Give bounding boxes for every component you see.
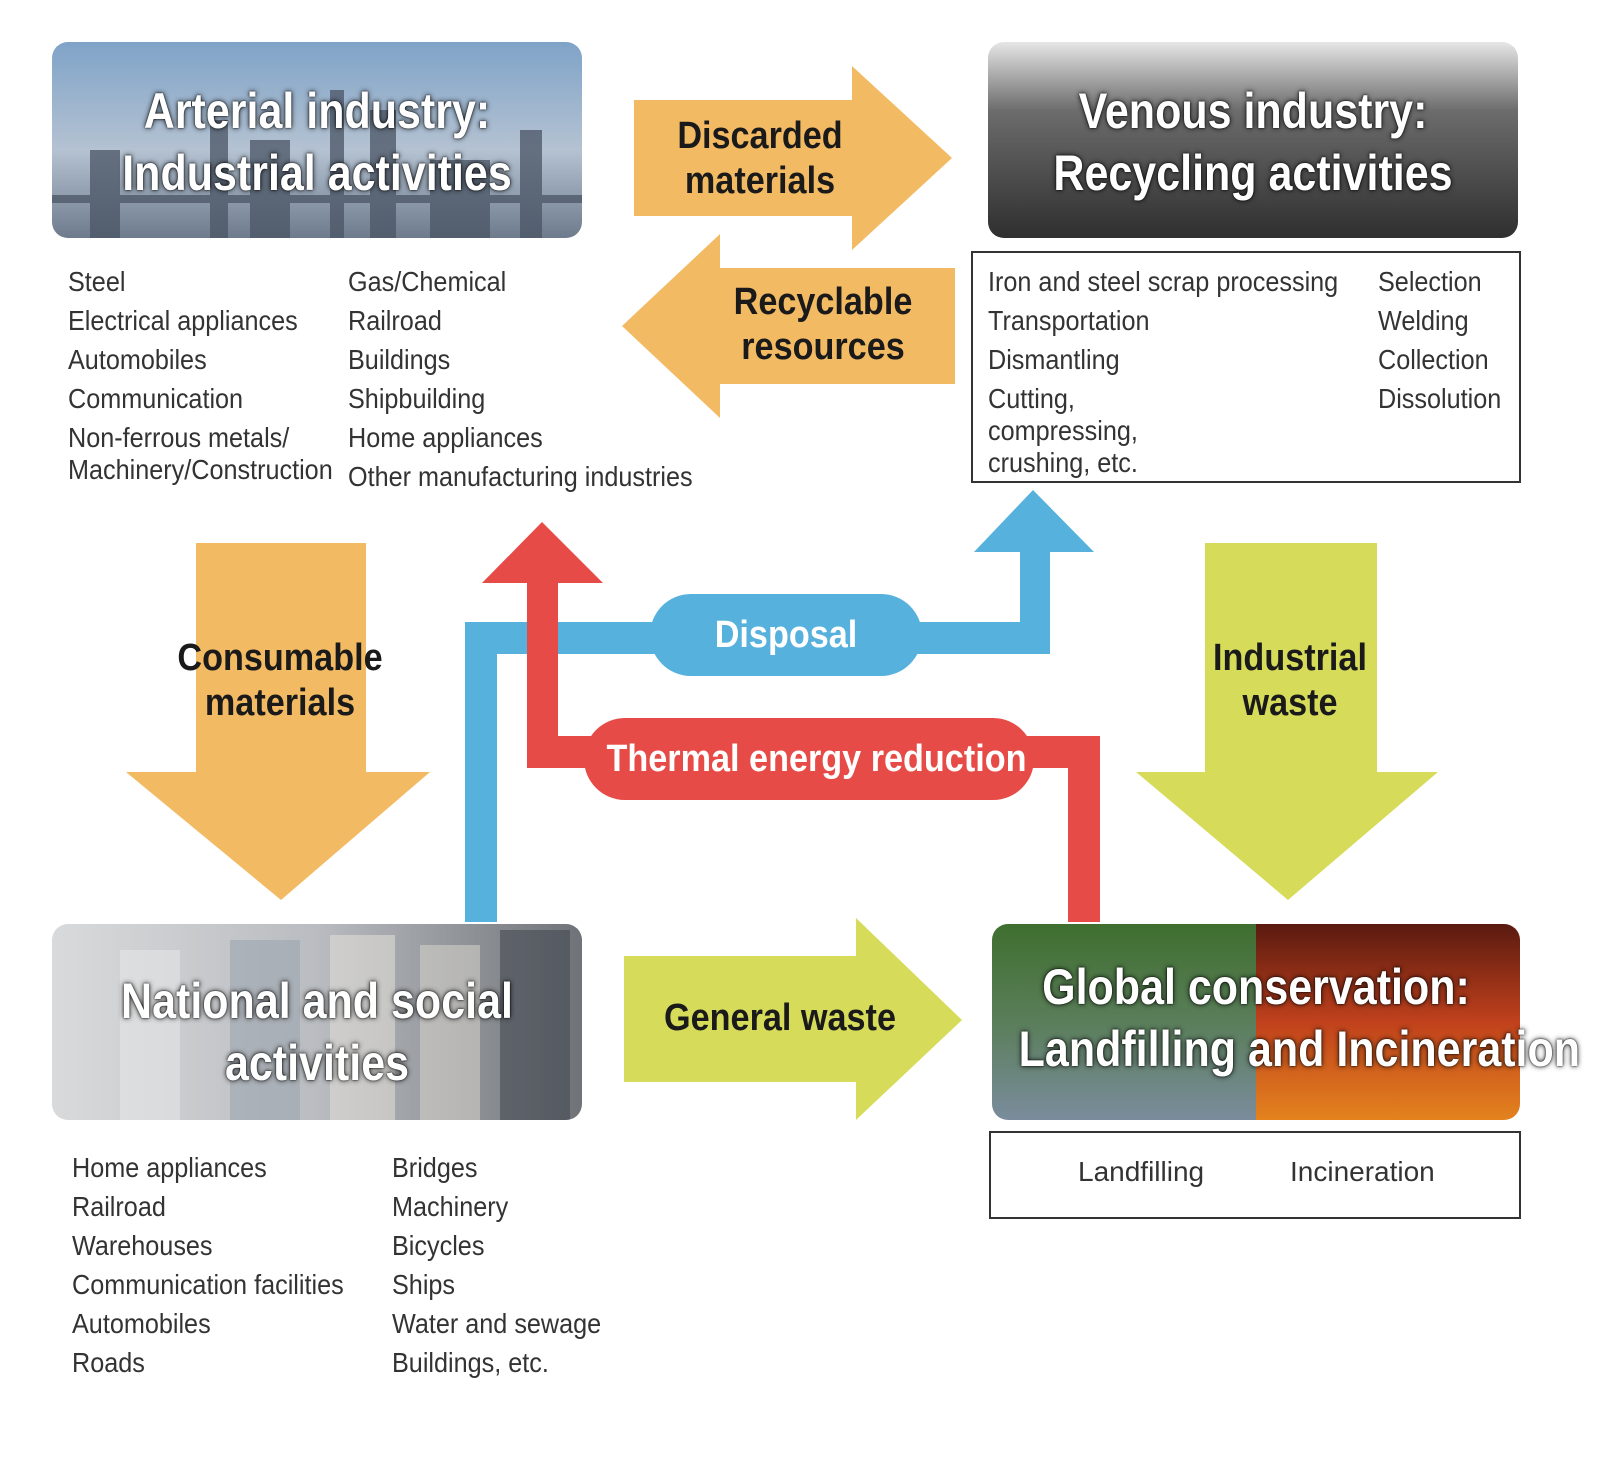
arterial-title: Arterial industry: Industrial activities [122,83,512,201]
landfill-photo [992,924,1256,1120]
venous-list-right: Selection Welding Collection Dissolution [1378,266,1518,422]
incineration-photo [1256,924,1520,1120]
consumable-materials-arrow [126,543,430,900]
list-item: Automobiles [68,344,207,375]
list-item: Steel [68,266,126,297]
list-item: Cutting, compressing, crushing, etc. [988,383,1138,478]
venous-list-box [971,251,1521,483]
global-option-incineration: Incineration [1290,1156,1435,1187]
national-list-right: Bridges Machinery Bicycles Ships Water a… [392,1152,652,1386]
industrial-waste-arrow [1136,543,1438,900]
list-item: Communication [68,383,244,414]
global-options-box [989,1131,1521,1219]
thermal-path [482,522,1100,922]
arterial-list-left: Steel Electrical appliances Automobiles … [68,266,338,486]
global-option-landfilling: Landfilling [1078,1156,1205,1187]
list-item: Shipbuilding [348,383,486,414]
list-item: Non-ferrous metals/ Machinery/Constructi… [68,422,333,485]
general-waste-arrow [624,918,962,1120]
list-item: Welding [1378,305,1469,336]
list-item: Dismantling [988,344,1120,375]
discarded-materials-arrow [634,66,952,250]
list-item: Transportation [988,305,1150,336]
list-item: Selection [1378,266,1482,297]
list-item: Gas/Chemical [348,266,507,297]
list-item: Collection [1378,344,1489,375]
list-item: Communication facilities [72,1269,344,1300]
disposal-label: Disposal [714,614,858,656]
list-item: Automobiles [72,1308,211,1339]
list-item: Bridges [392,1152,478,1183]
global-title: Global conservation: Landfilling and Inc… [1018,959,1581,1077]
list-item: Water and sewage [392,1308,602,1339]
list-item: Electrical appliances [68,305,298,336]
list-item: Other manufacturing industries [348,461,693,492]
list-item: Railroad [348,305,442,336]
list-item: Machinery [392,1191,509,1222]
venous-title: Venous industry: Recycling activities [1053,83,1453,201]
list-item: Home appliances [348,422,543,453]
list-item: Railroad [72,1191,166,1222]
disposal-path [465,490,1094,922]
list-item: Home appliances [72,1152,267,1183]
list-item: Roads [72,1347,145,1378]
list-item: Warehouses [72,1230,213,1261]
general-waste-label: General waste [664,997,896,1039]
disposal-pill [650,594,922,676]
national-title: National and social activities [121,973,513,1091]
thermal-pill [584,718,1034,800]
recyclable-resources-arrow [622,234,955,418]
list-item: Buildings [348,344,451,375]
list-item: Bicycles [392,1230,485,1261]
venous-list-left: Iron and steel scrap processing Transpor… [988,266,1368,479]
list-item: Buildings, etc. [392,1347,549,1378]
arterial-list-right: Gas/Chemical Railroad Buildings Shipbuil… [348,266,693,500]
list-item: Iron and steel scrap processing [988,266,1339,297]
arterial-photo [52,42,582,238]
thermal-energy-reduction-label: Thermal energy reduction [606,738,1027,780]
list-item: Ships [392,1269,456,1300]
list-item: Dissolution [1378,383,1502,414]
venous-photo [988,42,1518,238]
national-list-left: Home appliances Railroad Warehouses Comm… [72,1152,382,1386]
